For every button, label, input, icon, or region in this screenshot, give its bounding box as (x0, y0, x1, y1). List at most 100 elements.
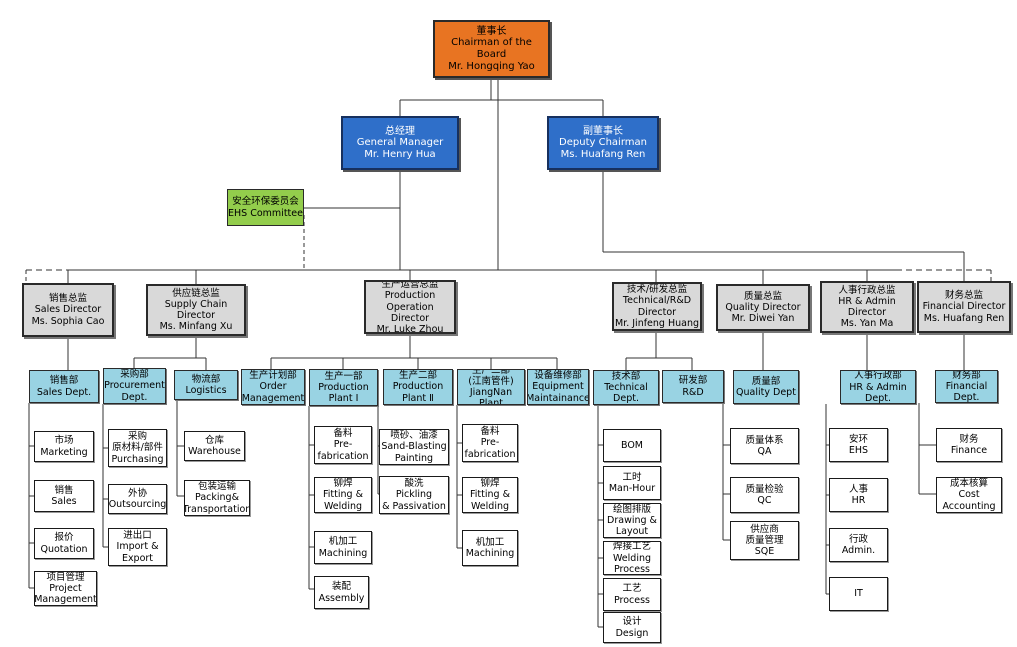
finance-unit-label: 财务 Finance (950, 433, 988, 456)
ehs-committee-box[interactable]: 安全环保委员会 EHS Committee (227, 189, 304, 226)
outsourcing-label: 外协 Outsourcing (108, 487, 167, 510)
man-hour-box[interactable]: 工时 Man-Hour (603, 466, 661, 500)
sand-blasting-painting-box[interactable]: 喷砂、油漆 Sand-Blasting Painting (379, 429, 449, 465)
drawing-layout-label: 绘图排版 Drawing & Layout (607, 503, 657, 538)
quotation-box[interactable]: 报价 Quotation (34, 528, 94, 559)
hr-dept-label: 人事行政部 HR & Admin Dept. (849, 370, 907, 404)
sales-dept-box[interactable]: 销售部 Sales Dept. (29, 370, 99, 403)
hr-dept-box[interactable]: 人事行政部 HR & Admin Dept. (840, 370, 916, 404)
hr-director-label: 人事行政总监 HR & Admin Director Ms. Yan Ma (838, 284, 896, 330)
import-export-box[interactable]: 进出口 Import & Export (108, 528, 167, 566)
hr-unit-label: 人事 HR (848, 483, 868, 506)
sales-director-box[interactable]: 销售总监 Sales Director Ms. Sophia Cao (22, 283, 114, 337)
order-management-dept-label: 生产计划部 Order Management (241, 370, 305, 404)
sand-blasting-painting-label: 喷砂、油漆 Sand-Blasting Painting (381, 430, 447, 464)
qc-box[interactable]: 质量检验 QC (730, 477, 799, 513)
design-box[interactable]: 设计 Design (603, 612, 661, 643)
plant1-assembly-box[interactable]: 装配 Assembly (314, 576, 369, 609)
sales-unit-box[interactable]: 销售 Sales (34, 480, 94, 512)
warehouse-box[interactable]: 仓库 Warehouse (184, 431, 245, 461)
equipment-maintenance-label: 设备维修部 Equipment Maintainance (527, 370, 589, 404)
finance-dept-box[interactable]: 财务部 Financial Dept. (935, 370, 998, 403)
ehs-unit-box[interactable]: 安环 EHS (829, 428, 888, 462)
finance-director-label: 财务总监 Financial Director Ms. Huafang Ren (922, 290, 1006, 324)
cost-accounting-label: 成本核算 Cost Accounting (942, 478, 996, 512)
plant3-fitting-welding-label: 铆焊 Fitting & Welding (470, 478, 510, 512)
quality-dept-label: 质量部 Quality Dept (736, 375, 796, 398)
deputy-chairman-label: 副董事长 Deputy Chairman Ms. Huafang Ren (559, 125, 647, 160)
welding-process-label: 焊接工艺 Welding Process (612, 541, 652, 575)
plant3-machining-label: 机加工 Machining (465, 536, 515, 559)
warehouse-label: 仓库 Warehouse (188, 434, 241, 457)
plant3-fitting-welding-box[interactable]: 铆焊 Fitting & Welding (462, 477, 518, 513)
purchasing-box[interactable]: 采购 原材料/部件 Purchasing (108, 429, 167, 467)
admin-unit-box[interactable]: 行政 Admin. (829, 528, 888, 562)
rnd-dept-box[interactable]: 研发部 R&D (662, 370, 724, 403)
rnd-dept-label: 研发部 R&D (678, 375, 708, 398)
design-label: 设计 Design (615, 616, 649, 639)
finance-unit-box[interactable]: 财务 Finance (936, 428, 1002, 462)
plant1-fitting-welding-label: 铆焊 Fitting & Welding (323, 478, 363, 512)
production-plant-2-box[interactable]: 生产二部 Production Plant Ⅱ (383, 369, 453, 405)
cost-accounting-box[interactable]: 成本核算 Cost Accounting (936, 477, 1002, 513)
quality-dept-box[interactable]: 质量部 Quality Dept (733, 370, 799, 404)
jiangnan-plant-label: 生产三部 (江南管件) JiangNan Plant (468, 369, 514, 405)
production-plant-1-box[interactable]: 生产一部 Production Plant Ⅰ (309, 369, 378, 406)
jiangnan-plant-box[interactable]: 生产三部 (江南管件) JiangNan Plant (457, 369, 525, 405)
finance-director-box[interactable]: 财务总监 Financial Director Ms. Huafang Ren (917, 281, 1011, 333)
sales-unit-label: 销售 Sales (51, 484, 77, 507)
bom-label: BOM (620, 439, 644, 451)
sqe-label: 供应商 质量管理 SQE (745, 523, 784, 557)
process-box[interactable]: 工艺 Process (603, 578, 661, 611)
order-management-dept-box[interactable]: 生产计划部 Order Management (241, 369, 305, 405)
chairman-label: 董事长 Chairman of the Board Mr. Hongqing Y… (448, 25, 535, 72)
plant1-machining-label: 机加工 Machining (318, 536, 368, 559)
technical-director-box[interactable]: 技术/研发总监 Technical/R&D Director Mr. Jinfe… (612, 282, 702, 331)
plant3-prefabrication-box[interactable]: 备料 Pre- fabrication (462, 424, 518, 462)
bom-box[interactable]: BOM (603, 429, 661, 462)
operation-director-box[interactable]: 生产运营总监 Production Operation Director Mr.… (364, 280, 456, 334)
packing-transportation-label: 包装运输 Packing& Transportation (184, 481, 250, 515)
sqe-box[interactable]: 供应商 质量管理 SQE (730, 521, 799, 560)
general-manager-box[interactable]: 总经理 General Manager Mr. Henry Hua (341, 116, 459, 170)
plant1-prefabrication-box[interactable]: 备料 Pre- fabrication (314, 426, 372, 464)
plant1-fitting-welding-box[interactable]: 铆焊 Fitting & Welding (314, 477, 372, 513)
pickling-passivation-label: 酸洗 Pickling & Passivation (382, 478, 446, 512)
hr-unit-box[interactable]: 人事 HR (829, 478, 888, 512)
marketing-box[interactable]: 市场 Marketing (34, 431, 94, 462)
qa-box[interactable]: 质量体系 QA (730, 428, 799, 464)
supply-chain-director-box[interactable]: 供应链总监 Supply Chain Director Ms. Minfang … (146, 284, 246, 336)
packing-transportation-box[interactable]: 包装运输 Packing& Transportation (184, 480, 250, 516)
procurement-dept-label: 采购部 Procurement Dept. (104, 369, 165, 403)
deputy-chairman-box[interactable]: 副董事长 Deputy Chairman Ms. Huafang Ren (547, 116, 659, 170)
quality-director-label: 质量总监 Quality Director Mr. Diwei Yan (725, 290, 801, 324)
project-management-box[interactable]: 项目管理 Project Management (34, 571, 97, 606)
hr-director-box[interactable]: 人事行政总监 HR & Admin Director Ms. Yan Ma (820, 281, 914, 333)
quotation-label: 报价 Quotation (40, 532, 88, 555)
plant1-assembly-label: 装配 Assembly (318, 581, 365, 604)
plant1-machining-box[interactable]: 机加工 Machining (314, 531, 372, 564)
ehs-committee-label: 安全环保委员会 EHS Committee (228, 196, 303, 219)
pickling-passivation-box[interactable]: 酸洗 Pickling & Passivation (379, 476, 449, 514)
drawing-layout-box[interactable]: 绘图排版 Drawing & Layout (603, 503, 661, 538)
project-management-label: 项目管理 Project Management (34, 571, 97, 606)
procurement-dept-box[interactable]: 采购部 Procurement Dept. (103, 368, 166, 404)
operation-director-label: 生产运营总监 Production Operation Director Mr.… (376, 280, 444, 334)
it-unit-box[interactable]: IT (829, 577, 888, 611)
quality-director-box[interactable]: 质量总监 Quality Director Mr. Diwei Yan (716, 284, 810, 331)
plant3-machining-box[interactable]: 机加工 Machining (462, 530, 518, 566)
purchasing-label: 采购 原材料/部件 Purchasing (111, 431, 164, 465)
logistics-dept-box[interactable]: 物流部 Logistics (174, 370, 238, 400)
ehs-unit-label: 安环 EHS (848, 433, 869, 456)
production-plant-2-label: 生产二部 Production Plant Ⅱ (392, 370, 444, 404)
logistics-dept-label: 物流部 Logistics (185, 373, 227, 396)
chairman-box[interactable]: 董事长 Chairman of the Board Mr. Hongqing Y… (433, 20, 550, 78)
outsourcing-box[interactable]: 外协 Outsourcing (108, 484, 167, 514)
equipment-maintenance-box[interactable]: 设备维修部 Equipment Maintainance (527, 369, 589, 405)
welding-process-box[interactable]: 焊接工艺 Welding Process (603, 541, 661, 575)
sales-dept-label: 销售部 Sales Dept. (36, 375, 92, 398)
technical-dept-box[interactable]: 技术部 Technical Dept. (593, 370, 659, 405)
marketing-label: 市场 Marketing (40, 435, 88, 458)
process-label: 工艺 Process (613, 583, 651, 606)
sales-director-label: 销售总监 Sales Director Ms. Sophia Cao (31, 293, 105, 327)
